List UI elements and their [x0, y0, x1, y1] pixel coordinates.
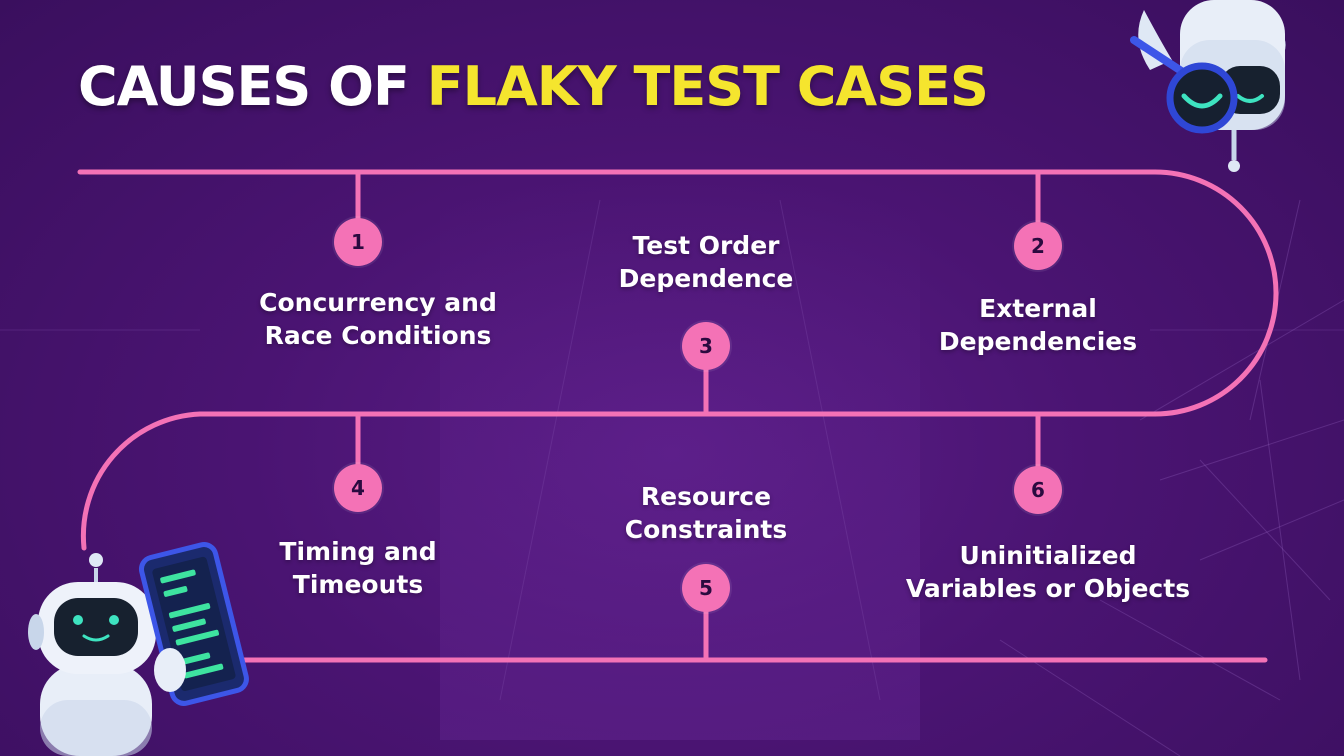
step-label-2-line2: Dependencies — [938, 327, 1138, 356]
robot-with-tablet-icon — [28, 542, 249, 756]
step-node-2: 2 — [1014, 222, 1062, 270]
step-label-4-line1: Timing and — [279, 537, 437, 566]
step-label-2-line1: External — [979, 294, 1097, 323]
step-label-1: Concurrency and Race Conditions — [218, 286, 538, 352]
step-label-4-line2: Timeouts — [292, 570, 424, 599]
page-title: CAUSES OF FLAKY TEST CASES — [78, 52, 989, 122]
step-label-3-line2: Dependence — [618, 264, 794, 293]
step-node-3: 3 — [682, 322, 730, 370]
step-node-6: 6 — [1014, 466, 1062, 514]
step-label-5-line2: Constraints — [624, 515, 788, 544]
title-part-white: CAUSES OF — [78, 55, 427, 118]
step-label-6: Uninitialized Variables or Objects — [888, 539, 1208, 605]
robot-with-magnifier-icon — [1130, 0, 1286, 172]
step-label-6-line2: Variables or Objects — [905, 574, 1191, 603]
step-label-5: Resource Constraints — [586, 480, 826, 546]
step-label-2: External Dependencies — [898, 292, 1178, 358]
step-node-4: 4 — [334, 464, 382, 512]
step-label-3-line1: Test Order — [632, 231, 780, 260]
step-node-1: 1 — [334, 218, 382, 266]
step-label-6-line1: Uninitialized — [959, 541, 1137, 570]
title-part-yellow: FLAKY TEST CASES — [426, 55, 989, 118]
step-label-5-line1: Resource — [640, 482, 772, 511]
step-label-4: Timing and Timeouts — [238, 535, 478, 601]
flow-line-top — [77, 169, 1279, 551]
step-label-3: Test Order Dependence — [586, 229, 826, 295]
step-label-1-line2: Race Conditions — [264, 321, 492, 350]
step-label-1-line1: Concurrency and — [259, 288, 497, 317]
step-node-5: 5 — [682, 564, 730, 612]
